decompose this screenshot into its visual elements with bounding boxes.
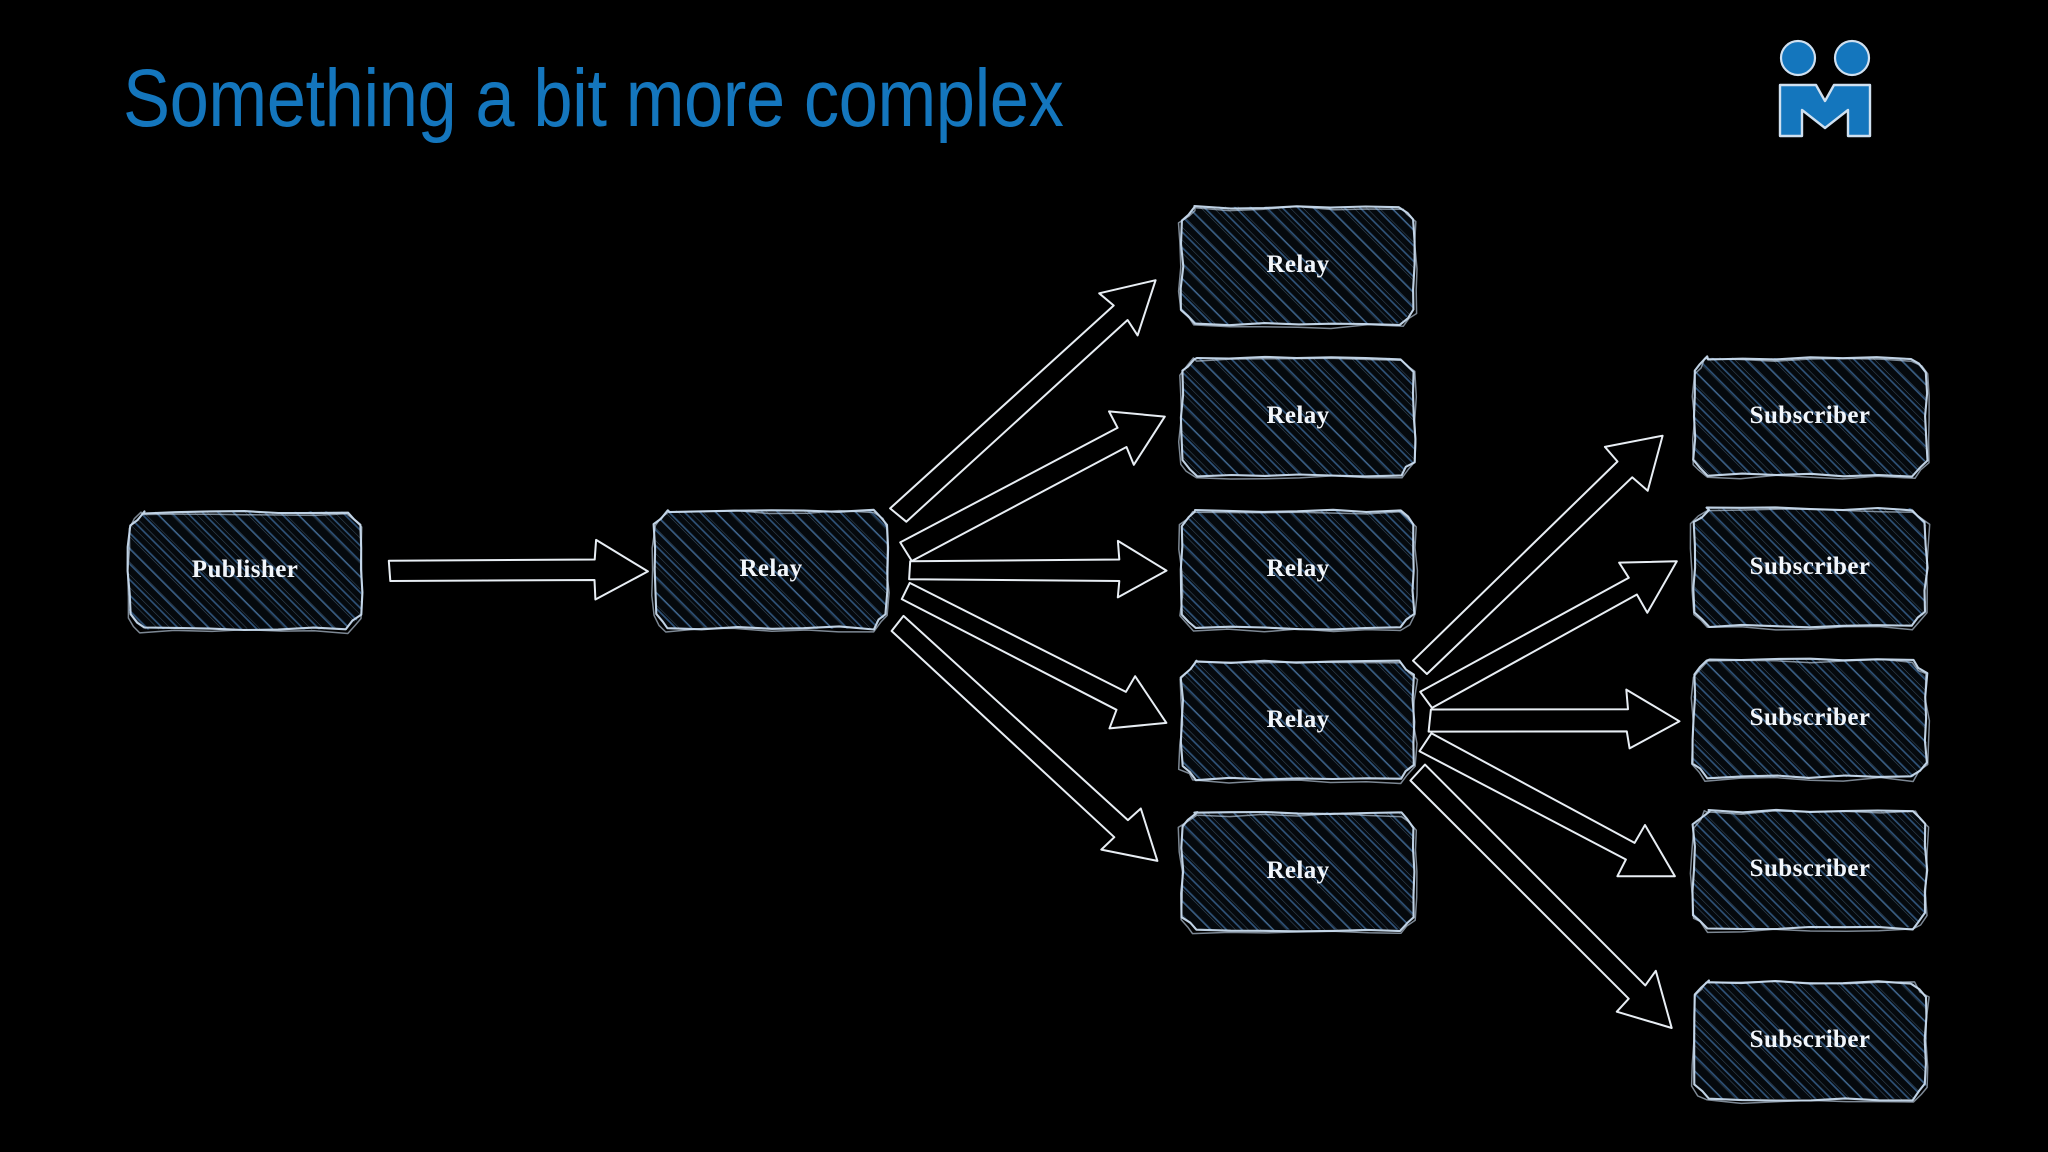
flow-arrow-e-hub-relay-e (890, 614, 1159, 862)
diagram-node-publisher: Publisher (126, 510, 364, 635)
edges-layer (387, 279, 1681, 1029)
node-label: Subscriber (1750, 402, 1871, 429)
node-label: Relay (1266, 251, 1329, 278)
flow-arrow-e-hub-relay-d (900, 581, 1168, 730)
node-border-secondary (1690, 658, 1931, 783)
node-fill-overlay (654, 510, 888, 629)
diagram-node-subscriber: Subscriber (1690, 657, 1931, 783)
node-border-secondary (1177, 357, 1418, 480)
node-border-secondary (1689, 508, 1931, 631)
two-people-m-logo-icon (1778, 39, 1872, 138)
node-label: Subscriber (1750, 855, 1871, 882)
diagram-node-relay: Relay (1177, 205, 1418, 330)
node-fill-overlay (1181, 812, 1415, 931)
node-border-secondary (1177, 661, 1419, 785)
node-border-secondary (1177, 812, 1418, 935)
diagram-node-relay: Relay (1177, 810, 1418, 935)
node-label: Relay (739, 555, 802, 582)
diagram-node-subscriber: Subscriber (1689, 808, 1930, 934)
node-border-secondary (651, 509, 890, 633)
flow-arrow-e-hub-relay-a (889, 279, 1157, 523)
flow-arrow-e-relayd-sub3 (1427, 688, 1681, 750)
diagram-node-subscriber: Subscriber (1690, 979, 1930, 1105)
node-label: Subscriber (1750, 553, 1871, 580)
node-fill-overlay (1181, 661, 1415, 780)
flow-arrow-e-relayd-sub2 (1419, 560, 1678, 709)
diagram-node-relay: Relay (1177, 355, 1418, 480)
flow-arrow-e-hub-relay-c (908, 539, 1168, 599)
diagram-node-relay: Relay (1178, 508, 1419, 633)
node-fill-overlay (1693, 981, 1927, 1100)
node-fill-overlay (1693, 659, 1927, 778)
node-border (1692, 506, 1929, 629)
node-border-secondary (1691, 357, 1930, 480)
node-fill-overlay (1181, 357, 1415, 476)
node-border-secondary (126, 511, 364, 635)
node-label: Subscriber (1750, 704, 1871, 731)
node-fill-overlay (1181, 510, 1415, 629)
flow-arrow-e-hub-relay-b (899, 410, 1166, 562)
diagram-node-subscriber: Subscriber (1689, 506, 1931, 631)
node-border (1691, 808, 1929, 931)
node-border-secondary (1178, 510, 1419, 633)
node-border-secondary (1177, 205, 1418, 330)
node-border-secondary (1690, 980, 1930, 1105)
node-label: Relay (1266, 706, 1329, 733)
node-label: Relay (1266, 402, 1329, 429)
node-label: Subscriber (1750, 1026, 1871, 1053)
diagram-node-subscriber: Subscriber (1691, 355, 1930, 480)
diagram-node-relay: Relay (1177, 659, 1419, 785)
diagram-node-relay: Relay (651, 508, 890, 633)
node-fill-overlay (1693, 508, 1927, 627)
node-fill-overlay (1693, 810, 1927, 929)
flow-arrow-e-pub-hub (387, 538, 649, 601)
node-border (1180, 810, 1416, 933)
node-fill-overlay (1181, 206, 1415, 325)
flow-arrow-e-relayd-sub5 (1409, 763, 1673, 1029)
node-label: Publisher (192, 556, 298, 583)
flow-arrow-e-relayd-sub4 (1418, 732, 1676, 878)
node-label: Relay (1266, 555, 1329, 582)
page-title: Something a bit more complex (123, 53, 1064, 144)
flow-arrow-e-relayd-sub1 (1412, 434, 1664, 675)
node-border-secondary (1689, 809, 1930, 934)
node-label: Relay (1266, 857, 1329, 884)
node-fill-overlay (128, 511, 362, 630)
node-fill-overlay (1693, 357, 1927, 476)
